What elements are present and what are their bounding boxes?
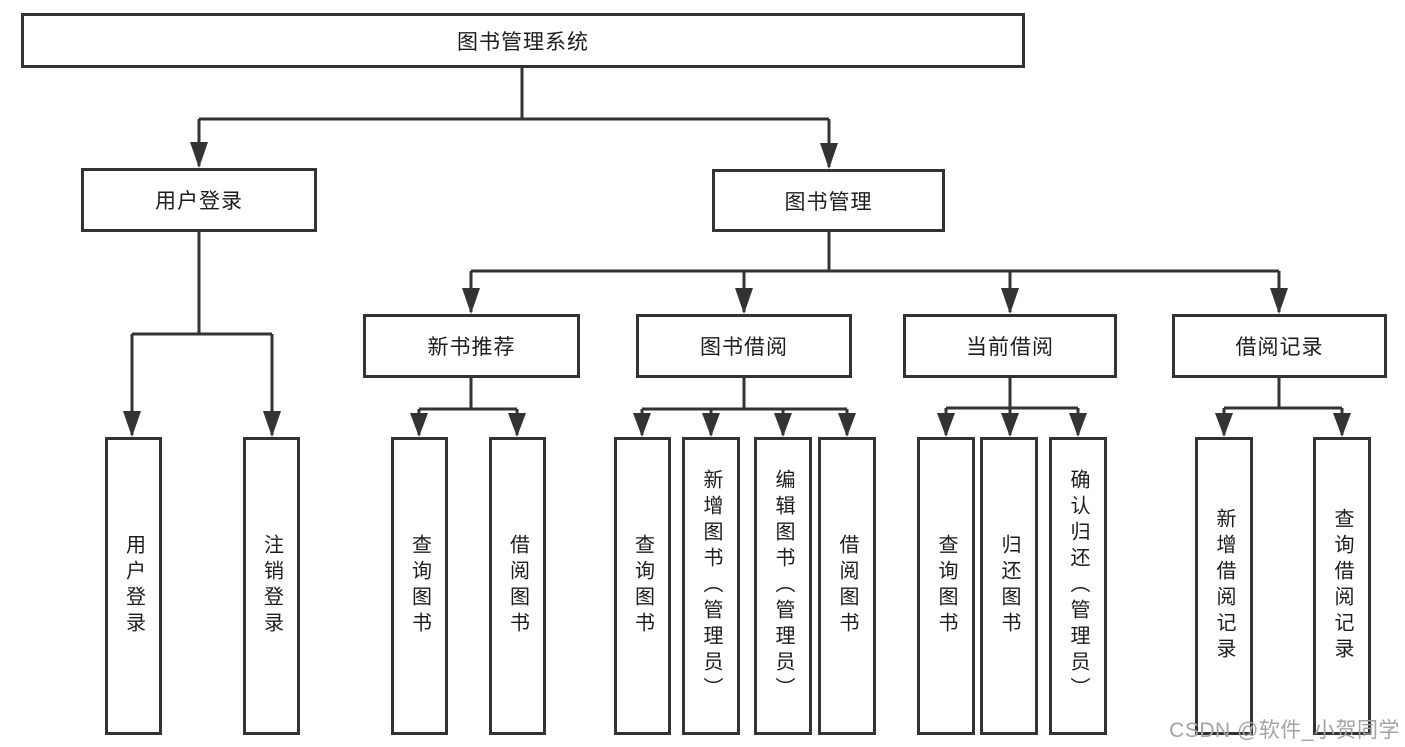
leaf-return-book: 归还图书 xyxy=(980,437,1038,735)
node-borrow-records-label: 借阅记录 xyxy=(1235,336,1324,359)
leaf-add-borrow-record-label: 新增借阅记录 xyxy=(1213,508,1235,664)
node-library-system: 图书管理系统 xyxy=(21,13,1025,68)
node-library-system-label: 图书管理系统 xyxy=(457,30,589,54)
node-borrow-records: 借阅记录 xyxy=(1172,314,1387,378)
leaf-borrow-book-2: 借阅图书 xyxy=(818,437,876,735)
leaf-logout: 注销登录 xyxy=(243,437,300,735)
leaf-confirm-return-admin: 确认归还（管理员） xyxy=(1049,437,1107,735)
arrowheads xyxy=(123,142,1351,437)
leaf-query-book-2-label: 查询图书 xyxy=(631,534,654,638)
leaf-logout-label: 注销登录 xyxy=(260,534,283,638)
leaf-borrow-book-2-label: 借阅图书 xyxy=(836,534,858,638)
leaf-query-borrow-record-label: 查询借阅记录 xyxy=(1331,508,1353,664)
leaf-add-book-admin-label: 新增图书（管理员） xyxy=(700,469,722,703)
node-current-borrow: 当前借阅 xyxy=(903,314,1117,378)
leaf-query-book-3-label: 查询图书 xyxy=(935,534,957,638)
leaf-edit-book-admin-label: 编辑图书（管理员） xyxy=(772,469,794,703)
node-new-book-recommend: 新书推荐 xyxy=(363,314,580,378)
node-user-login-label: 用户登录 xyxy=(155,190,243,213)
leaf-edit-book-admin: 编辑图书（管理员） xyxy=(754,437,812,735)
node-book-management: 图书管理 xyxy=(712,169,945,232)
node-book-borrow: 图书借阅 xyxy=(636,314,852,378)
node-current-borrow-label: 当前借阅 xyxy=(966,336,1054,359)
leaf-user-login-label: 用户登录 xyxy=(122,534,145,638)
leaf-query-book-3: 查询图书 xyxy=(917,437,975,735)
leaf-user-login: 用户登录 xyxy=(105,437,162,735)
node-book-borrow-label: 图书借阅 xyxy=(700,336,788,359)
leaf-borrow-book-1: 借阅图书 xyxy=(489,437,546,735)
node-book-management-label: 图书管理 xyxy=(784,190,873,214)
node-new-book-recommend-label: 新书推荐 xyxy=(427,336,516,359)
leaf-borrow-book-1-label: 借阅图书 xyxy=(506,534,529,638)
leaf-query-borrow-record: 查询借阅记录 xyxy=(1313,437,1371,735)
leaf-query-book-1: 查询图书 xyxy=(391,437,448,735)
csdn-watermark: CSDN @软件_小贺同学 xyxy=(1169,719,1400,742)
leaf-add-borrow-record: 新增借阅记录 xyxy=(1195,437,1253,735)
leaf-return-book-label: 归还图书 xyxy=(998,534,1020,638)
leaf-add-book-admin: 新增图书（管理员） xyxy=(682,437,740,735)
node-user-login: 用户登录 xyxy=(81,168,317,232)
leaf-confirm-return-admin-label: 确认归还（管理员） xyxy=(1067,469,1089,703)
leaf-query-book-2: 查询图书 xyxy=(614,437,671,735)
leaf-query-book-1-label: 查询图书 xyxy=(408,534,431,638)
